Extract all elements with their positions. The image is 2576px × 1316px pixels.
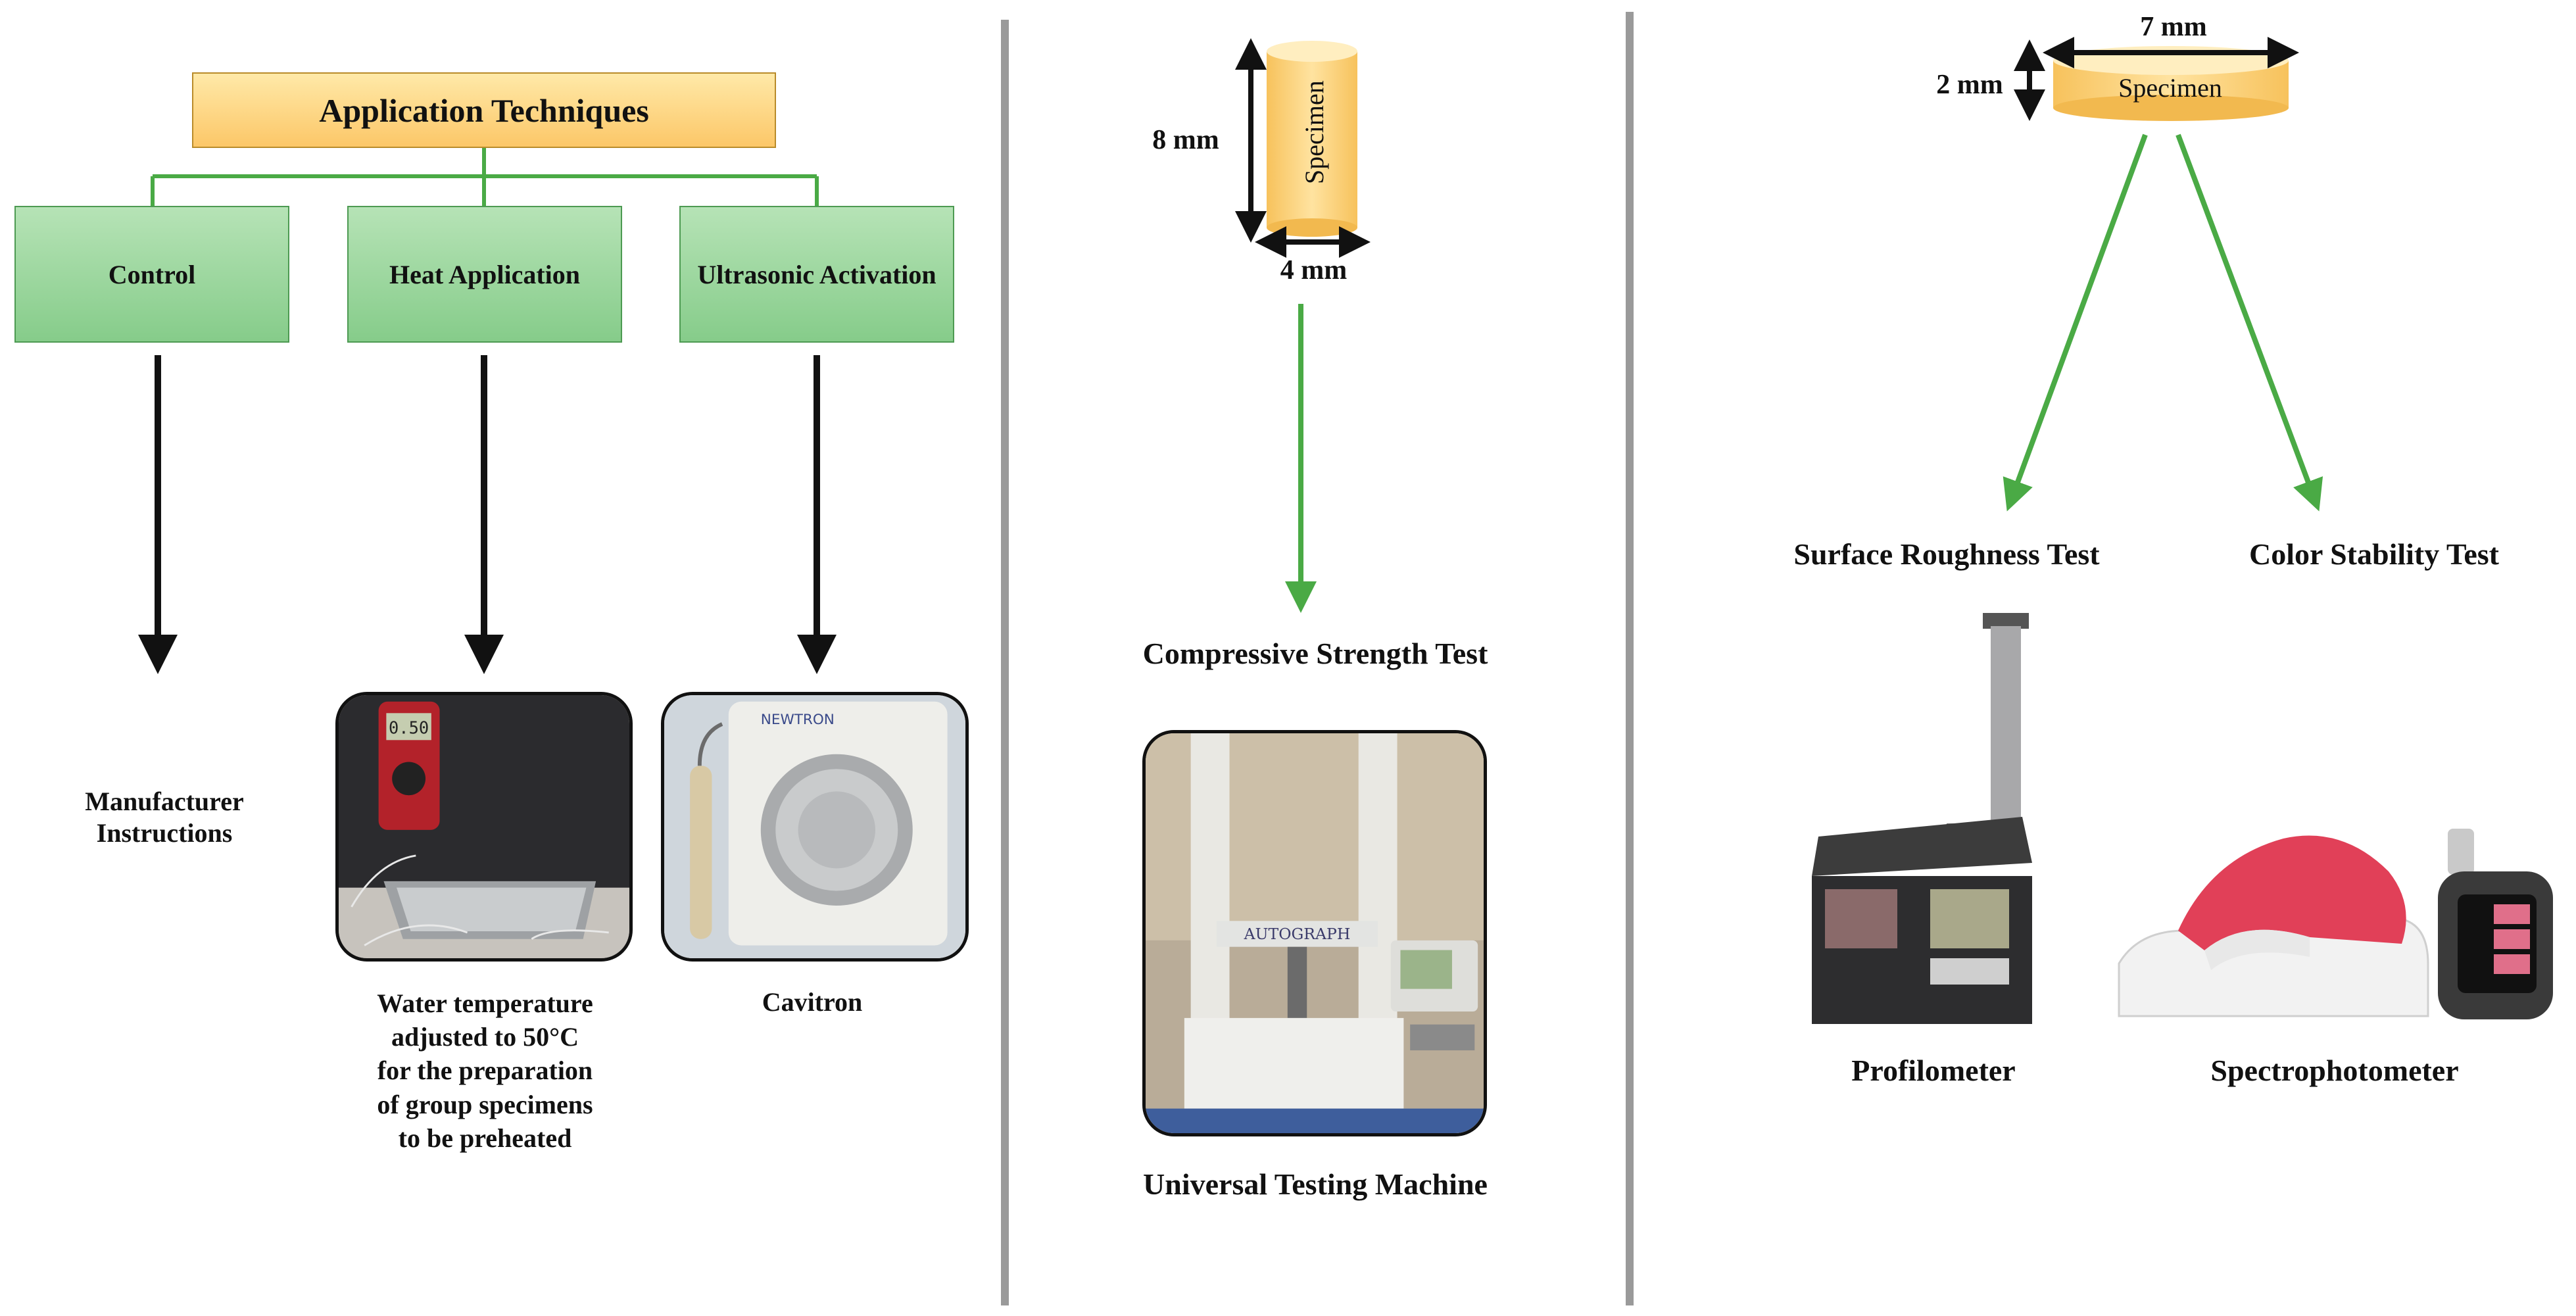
arrow-color bbox=[2175, 134, 2323, 512]
profilometer-label: Profilometer bbox=[1851, 1054, 2016, 1087]
heat-caption: Water temperature adjusted to 50°C for t… bbox=[377, 988, 593, 1153]
disc-width-label: 7 mm bbox=[2140, 12, 2207, 42]
profilometer-photo bbox=[1805, 613, 2042, 1024]
color-test-label: Color Stability Test bbox=[2249, 537, 2499, 571]
ultrasonic-activation-box: Ultrasonic Activation bbox=[679, 206, 954, 343]
disc-thickness-label: 2 mm bbox=[1936, 70, 2003, 100]
cylinder-specimen-label: Specimen bbox=[1300, 80, 1329, 184]
disc-specimen-label: Specimen bbox=[2118, 73, 2222, 103]
svg-text:0.50: 0.50 bbox=[389, 718, 429, 738]
arrow-roughness bbox=[2003, 134, 2148, 512]
cavitron-photo: NEWTRON bbox=[661, 692, 969, 962]
compressive-test-label: Compressive Strength Test bbox=[1142, 637, 1488, 670]
control-box: Control bbox=[14, 206, 289, 343]
spectrophotometer-photo bbox=[2112, 799, 2566, 1026]
utm-label: Universal Testing Machine bbox=[1143, 1167, 1488, 1201]
control-caption: Manufacturer Instructions bbox=[85, 787, 244, 848]
spectrophotometer-label: Spectrophotometer bbox=[2210, 1054, 2459, 1087]
universal-testing-machine-photo: AUTOGRAPH bbox=[1142, 730, 1487, 1136]
water-bath-photo: 0.50 bbox=[335, 692, 633, 962]
cylinder-specimen bbox=[1267, 41, 1357, 237]
svg-text:NEWTRON: NEWTRON bbox=[761, 712, 835, 728]
width-label: 4 mm bbox=[1280, 255, 1348, 285]
roughness-test-label: Surface Roughness Test bbox=[1793, 537, 2100, 571]
heat-application-box: Heat Application bbox=[347, 206, 622, 343]
cavitron-caption: Cavitron bbox=[762, 987, 863, 1017]
height-label: 8 mm bbox=[1152, 125, 1219, 155]
tree-connector bbox=[151, 148, 819, 206]
svg-text:AUTOGRAPH: AUTOGRAPH bbox=[1244, 925, 1351, 943]
application-techniques-box: Application Techniques bbox=[192, 72, 776, 148]
spectrophotometer-icon bbox=[2178, 835, 2406, 950]
